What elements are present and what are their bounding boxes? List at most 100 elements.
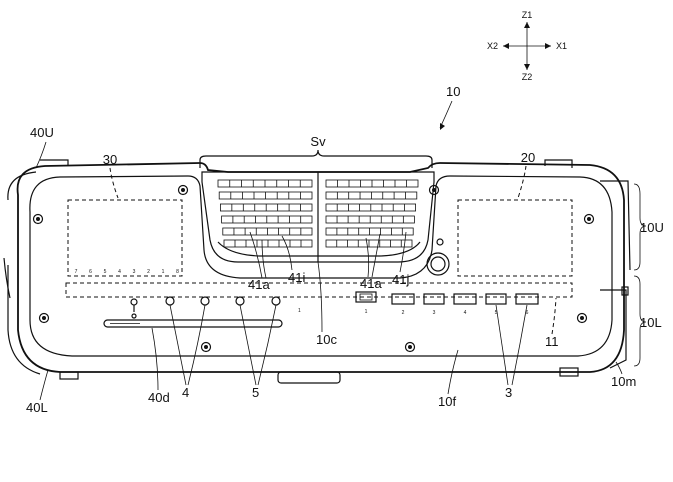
screw-icon [404, 341, 416, 353]
upper-cover-edge [7, 171, 37, 201]
label-bottom-part: 10m [611, 374, 636, 389]
leader-group-4a [169, 304, 187, 386]
indicator-led [436, 238, 444, 246]
port-2 [391, 293, 415, 305]
label-lower-cover: 40L [26, 400, 48, 415]
screw-head [432, 188, 436, 192]
leader-right-region [517, 165, 527, 199]
label-upper-side: 10U [640, 220, 664, 235]
left-row-number: 3 [133, 269, 136, 275]
leader-group-5b [257, 304, 277, 386]
leader-device [439, 100, 453, 129]
vent-grille [201, 171, 435, 263]
jack-4a [165, 296, 175, 306]
port-number-2: 2 [402, 310, 405, 316]
vent-span-brace [199, 149, 433, 168]
screw-head [204, 345, 208, 349]
leader-fin-a-right-2 [365, 237, 370, 278]
leader-group-4b [187, 304, 206, 386]
power-indicator-base [131, 313, 137, 319]
power-indicator [130, 298, 138, 306]
screw-icon [38, 312, 50, 324]
label-lower-side: 10L [640, 315, 662, 330]
jack-5a [235, 296, 245, 306]
label-group-5: 5 [252, 385, 259, 400]
label-fin-a-left: 41a [248, 277, 270, 292]
vent-slats [217, 179, 419, 248]
vent-lower-lip [217, 241, 421, 257]
port-number-3: 3 [433, 310, 436, 316]
leader-group-5a [239, 304, 257, 386]
right-dashed-region [457, 199, 573, 277]
label-center-line: 10c [316, 332, 337, 347]
label-device: 10 [446, 84, 460, 99]
screw-head [42, 316, 46, 320]
left-row-number: 6 [89, 269, 92, 275]
small-mark: 1 [298, 308, 301, 314]
screw-icon [576, 312, 588, 324]
port-strip: 1 2 3 4 5 6 [355, 291, 539, 316]
jack-4b [200, 296, 210, 306]
inner-panel [29, 175, 613, 357]
front-controls: 1 [103, 296, 301, 328]
screw-icon [428, 184, 440, 196]
port-number-5: 5 [495, 310, 498, 316]
right-side-edge [600, 180, 631, 271]
port-1 [355, 291, 377, 303]
screw-head [181, 188, 185, 192]
screw-icon [32, 213, 44, 225]
row-dashed-strip [65, 282, 573, 298]
port-4 [453, 293, 477, 305]
leader-group-3b [511, 304, 528, 386]
leader-fin-a-left-1 [249, 231, 263, 279]
foot-right [559, 367, 579, 377]
label-group-4: 4 [182, 385, 189, 400]
leader-upper-cover [35, 141, 47, 169]
arrow-right-icon [545, 43, 551, 49]
leader-fin-j-right [399, 231, 407, 273]
port-number-6: 6 [526, 310, 529, 316]
port-5 [485, 293, 507, 305]
leader-center-line [317, 261, 323, 333]
label-slot: 40d [148, 390, 170, 405]
left-row-number: 7 [75, 269, 78, 275]
left-row-number: 4 [118, 269, 121, 275]
label-vent-span: Sv [310, 134, 326, 149]
label-upper-cover: 40U [30, 125, 54, 140]
axis-label-left: X2 [487, 41, 498, 51]
screws [32, 184, 595, 353]
label-fin-i-left: 41i [288, 270, 305, 285]
arrow-down-icon [524, 64, 530, 70]
screw-head [587, 217, 591, 221]
port-3 [423, 293, 445, 305]
screw-icon [200, 341, 212, 353]
leader-bottom-part [615, 361, 623, 375]
left-row-number: 8 [176, 269, 179, 275]
screw-head [580, 316, 584, 320]
screw-head [36, 217, 40, 221]
screw-icon [177, 184, 189, 196]
label-front-face: 10f [438, 394, 456, 409]
upper-cover-top [40, 159, 69, 166]
left-dashed-region [67, 199, 183, 277]
port-1-inner [359, 293, 373, 301]
label-fin-j-right: 41j [392, 272, 409, 287]
arrow-up-icon [524, 22, 530, 28]
brace-lower-side [633, 275, 647, 367]
vent-frame [201, 171, 435, 263]
foot-left [59, 371, 79, 380]
leader-fin-i-left [281, 235, 293, 271]
label-row-strip: 11 [545, 334, 559, 349]
brace-upper-side [633, 183, 647, 271]
label-group-3: 3 [505, 385, 512, 400]
port-number-4: 4 [464, 310, 467, 316]
label-left-region: 30 [103, 152, 117, 167]
axis-label-right: X1 [556, 41, 567, 51]
round-button-inner [430, 256, 446, 272]
round-button [426, 252, 450, 276]
side-latch [621, 286, 629, 296]
left-row-number: 1 [162, 269, 165, 275]
